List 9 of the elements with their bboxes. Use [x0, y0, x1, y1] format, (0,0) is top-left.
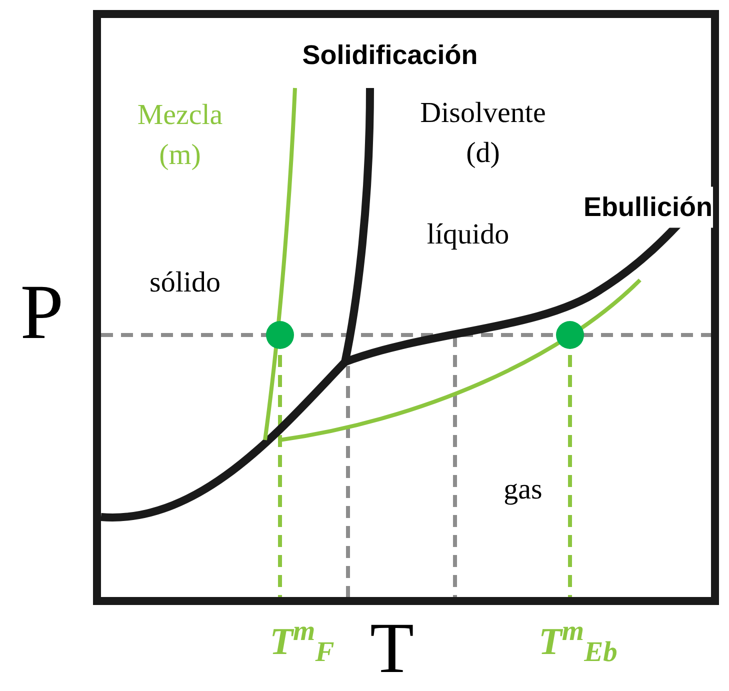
phase-label: líquido — [426, 217, 510, 252]
region-label: Mezcla (m) — [136, 98, 224, 173]
phase-label: sólido — [150, 265, 220, 300]
region-label: Disolvente (d) — [419, 96, 547, 171]
axis-label: T — [370, 612, 414, 684]
curve-label: Ebullición — [583, 186, 712, 228]
curve-label: Solidificación — [302, 38, 478, 72]
phase-label: gas — [504, 472, 542, 508]
axis-label: P — [20, 273, 64, 351]
